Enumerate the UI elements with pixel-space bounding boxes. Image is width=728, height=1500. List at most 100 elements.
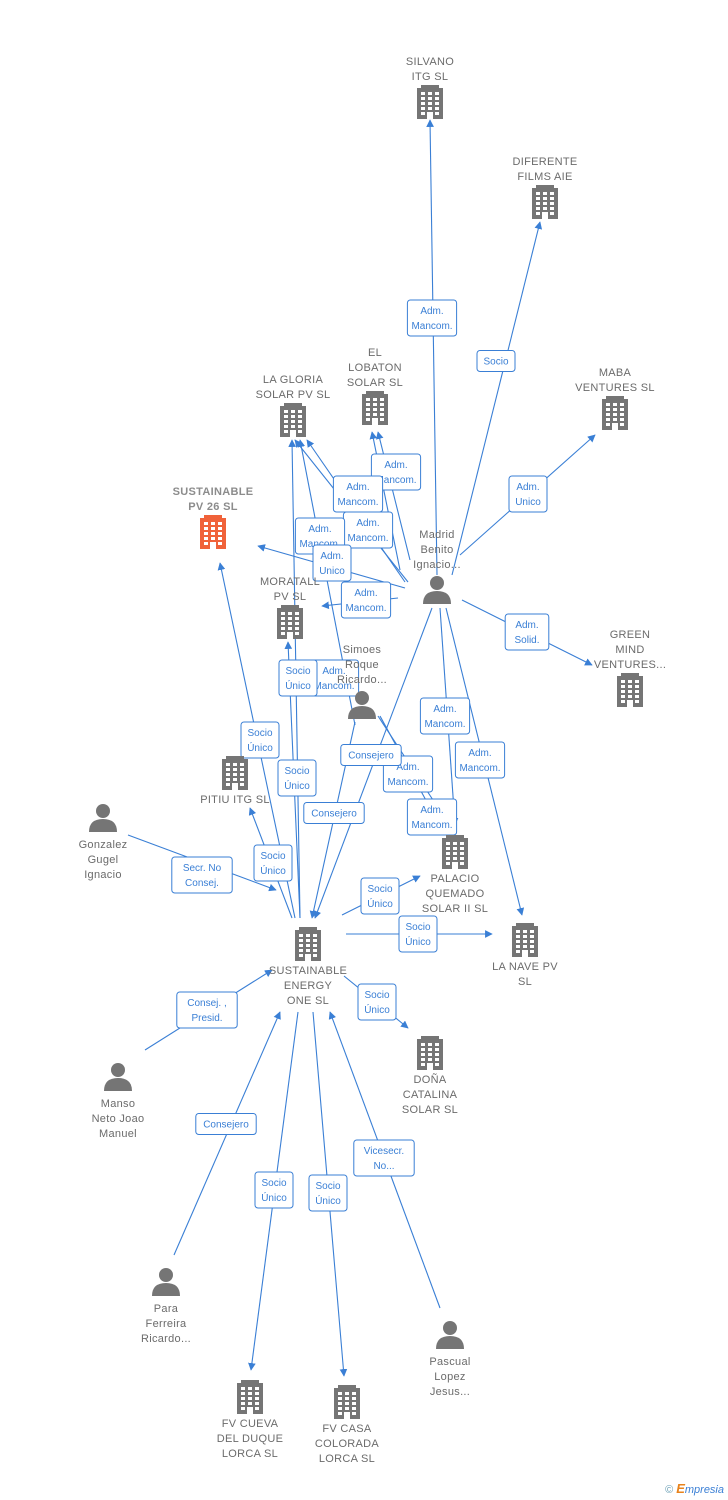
edge-label-text: Único: [285, 679, 311, 692]
edge-label-text: Único: [315, 1194, 341, 1207]
node-label: Ferreira: [146, 1318, 187, 1330]
edge-label-madrid-lanave[interactable]: Adm.Mancom.: [454, 741, 506, 779]
node-label: Manso: [101, 1098, 136, 1110]
node-label: Gonzalez: [79, 839, 128, 851]
node-simoes[interactable]: SimoesRoqueRicardo...: [337, 644, 387, 719]
edge-label-text: Socio: [315, 1181, 340, 1192]
edge-label-madrid-lagloria[interactable]: Adm.Unico: [312, 544, 352, 582]
node-label: PV 26 SL: [188, 501, 237, 513]
building-icon: [362, 391, 388, 425]
edge-label-text: Unico: [515, 497, 541, 508]
node-label: CATALINA: [403, 1089, 458, 1101]
node-green[interactable]: GREENMINDVENTURES...: [594, 629, 666, 707]
edge-label-madrid-lagloria[interactable]: Adm.Mancom.: [332, 475, 384, 513]
node-label: Para: [154, 1303, 179, 1315]
edge-label-text: Socio: [483, 357, 508, 368]
node-madrid[interactable]: MadridBenitoIgnacio...: [413, 529, 461, 604]
edge-label-text: Único: [260, 864, 286, 877]
edge-label-text: Adm.: [433, 704, 456, 715]
edge-label-madrid-green[interactable]: Adm.Solid.: [504, 613, 550, 651]
edge-label-para-seo[interactable]: Consejero: [195, 1113, 257, 1135]
node-label: LA GLORIA: [263, 374, 324, 386]
edge-label-madrid-silvano[interactable]: Adm.Mancom.: [406, 299, 458, 337]
building-icon: [512, 923, 538, 957]
edge-label-text: Adm.: [322, 666, 345, 677]
person-icon: [436, 1321, 464, 1349]
edge-label-text: Vicesecr.: [364, 1146, 404, 1157]
node-label: QUEMADO: [426, 888, 485, 900]
edge-label-simoes-seo[interactable]: Consejero: [303, 802, 365, 824]
node-label: Neto Joao: [92, 1113, 145, 1125]
node-label: ENERGY: [284, 980, 333, 992]
node-label: Simoes: [343, 644, 382, 656]
node-label: Ricardo...: [337, 674, 387, 686]
edge-label-simoes-lagloria[interactable]: Adm.Mancom.: [308, 659, 360, 697]
edge-label-text: Único: [247, 741, 273, 754]
edge-labels-layer: Adm.Mancom.SocioAdm.UnicoAdm.Solid.Adm.M…: [171, 299, 550, 1212]
node-label: SOLAR PV SL: [256, 389, 331, 401]
node-label: SILVANO: [406, 56, 454, 68]
edge-label-text: Adm.: [320, 551, 343, 562]
node-label: LOBATON: [348, 362, 402, 374]
person-icon: [348, 691, 376, 719]
node-label: LA NAVE PV: [492, 961, 558, 973]
edge-label-text: Consejero: [311, 809, 357, 820]
node-label: MORATALL: [260, 576, 320, 588]
node-label: DIFERENTE: [512, 156, 577, 168]
edge-label-madrid-diferente[interactable]: Socio: [476, 350, 516, 372]
node-label: Roque: [345, 659, 379, 671]
building-icon: [237, 1380, 263, 1414]
edge-label-text: Adm.: [515, 620, 538, 631]
edge-label-manso-seo[interactable]: Consej. ,Presid.: [176, 991, 238, 1029]
edge-label-madrid-ellobaton[interactable]: Adm.Mancom.: [370, 453, 422, 491]
person-icon: [152, 1268, 180, 1296]
node-pascual[interactable]: PascualLopezJesus...: [429, 1321, 470, 1398]
empresia-footer[interactable]: ©Empresia: [665, 1481, 724, 1496]
brand-logo-e: E: [676, 1481, 685, 1496]
edge-label-text: Mancom.: [387, 777, 428, 788]
edge-label-text: Socio: [405, 922, 430, 933]
node-label: SOLAR SL: [402, 1104, 458, 1116]
edge-label-madrid-moratalla[interactable]: Adm.Mancom.: [340, 581, 392, 619]
node-label: LORCA SL: [222, 1448, 278, 1460]
node-label: SUSTAINABLE: [173, 486, 254, 498]
node-sustainable26[interactable]: SUSTAINABLE PV 26 SL: [173, 486, 254, 549]
edge-label-text: Mancom.: [345, 603, 386, 614]
edge-label-pascual-seo[interactable]: Vicesecr.No...: [353, 1139, 415, 1177]
edge-label-text: Consej.: [185, 878, 219, 889]
node-label: PITIU ITG SL: [200, 794, 270, 806]
edge-label-madrid-palacio[interactable]: Adm.Mancom.: [419, 697, 471, 735]
edge-label-simoes-palacio[interactable]: Adm.Mancom.: [406, 798, 458, 836]
edge-label-madrid-maba[interactable]: Adm.Unico: [508, 475, 548, 513]
edge-label-text: Adm.: [420, 805, 443, 816]
node-lagloria[interactable]: LA GLORIA SOLAR PV SL: [256, 374, 331, 437]
edge-label-madrid-ellobaton[interactable]: Adm.Mancom.: [342, 511, 394, 549]
edge-label-madrid-seo[interactable]: Consejero: [340, 744, 402, 766]
node-para[interactable]: ParaFerreiraRicardo...: [141, 1268, 191, 1345]
node-label: DEL DUQUE: [217, 1433, 283, 1445]
node-pitiu[interactable]: PITIU ITG SL: [200, 756, 270, 806]
